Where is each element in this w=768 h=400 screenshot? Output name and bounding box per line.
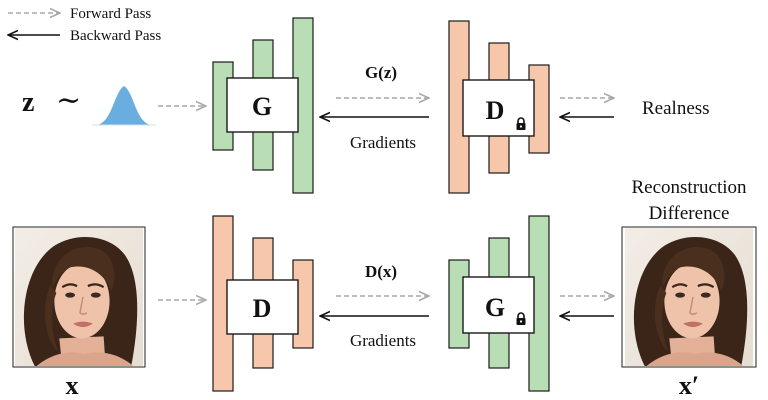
input-x-label: x	[66, 371, 79, 400]
discriminator-bottom: D	[212, 215, 314, 392]
discriminator-box	[226, 279, 299, 335]
gaussian-distribution-icon	[92, 86, 156, 126]
top-row: z ∼ G G(z) Gradients D	[22, 17, 710, 194]
generator-box	[226, 77, 299, 133]
input-face-photo	[14, 228, 144, 366]
discriminator-label: D	[486, 96, 505, 125]
bottom-row: x D D(x) Gradients G Reconstruction Diff…	[12, 177, 757, 400]
top-gradients-label: Gradients	[350, 133, 416, 152]
realness-label: Realness	[642, 98, 710, 119]
output-x-prime-label: x′	[679, 371, 699, 400]
tilde-symbol: ∼	[56, 84, 81, 117]
generator-bottom: G	[448, 215, 550, 392]
reconstruction-label-line1: Reconstruction	[631, 177, 747, 198]
reconstructed-face-photo	[623, 228, 755, 366]
generator-label: G	[252, 92, 272, 121]
bottom-gradients-label: Gradients	[350, 331, 416, 350]
encoder-label: D	[253, 294, 272, 323]
generator-label: G	[485, 293, 505, 322]
dx-label: D(x)	[365, 262, 397, 281]
generator-top: G	[212, 17, 314, 194]
legend-forward-label: Forward Pass	[70, 6, 151, 22]
latent-z-symbol: z	[22, 87, 34, 118]
reconstruction-label-line2: Difference	[649, 203, 730, 224]
legend-backward-label: Backward Pass	[70, 28, 161, 44]
gz-label: G(z)	[365, 63, 397, 82]
legend: Forward Pass Backward Pass	[8, 6, 161, 44]
discriminator-top: D	[448, 20, 550, 194]
